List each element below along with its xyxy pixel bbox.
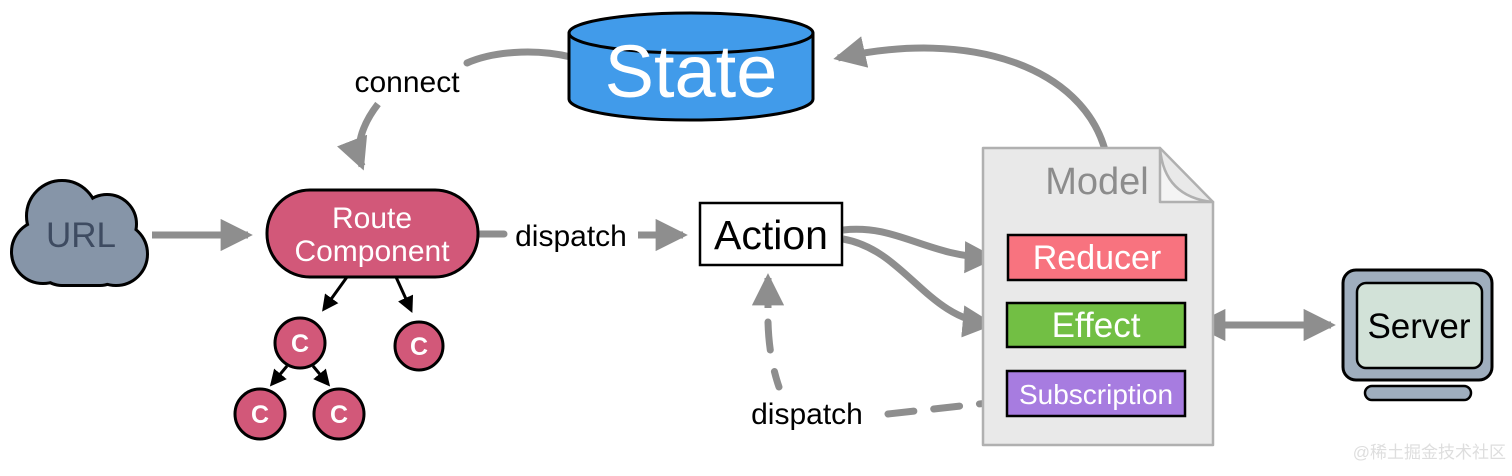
reducer-label: Reducer bbox=[1033, 239, 1162, 277]
url-cloud-fill bbox=[13, 182, 146, 284]
model-document-fold-corner bbox=[1158, 146, 1215, 204]
watermark: @稀土掘金技术社区 bbox=[1353, 443, 1506, 462]
arrow-model-to-state bbox=[833, 36, 1109, 151]
tree-arrow-route-to-c1 bbox=[322, 276, 349, 312]
server-monitor-stand bbox=[1363, 384, 1473, 402]
tree-arrow-route-to-c2 bbox=[394, 276, 414, 314]
component-c-label: C bbox=[410, 333, 428, 361]
model-label: Model bbox=[1045, 161, 1149, 203]
effect-box bbox=[1005, 301, 1187, 349]
subscription-box bbox=[1005, 369, 1187, 418]
action-box: Action bbox=[698, 201, 844, 267]
component-circle: C bbox=[312, 387, 366, 441]
subscription-label: Subscription bbox=[1019, 379, 1173, 410]
state-cylinder: State bbox=[567, 11, 815, 122]
component-circle: C bbox=[233, 387, 287, 441]
connect-arrow-upper-segment bbox=[463, 48, 575, 67]
route-component-label-line2: Component bbox=[294, 235, 450, 268]
route-component-pill: Route Component bbox=[265, 188, 480, 279]
dispatch-bottom-label: dispatch bbox=[751, 398, 863, 431]
state-cylinder-top bbox=[567, 11, 815, 55]
tree-arrow-c1-to-c3 bbox=[269, 365, 289, 387]
component-circle: C bbox=[273, 316, 327, 370]
component-c-label: C bbox=[330, 401, 348, 429]
url-cloud: URL bbox=[10, 179, 149, 287]
model-document: Model Reducer Effect Subscription bbox=[981, 146, 1215, 447]
connect-arrow-to-route bbox=[337, 101, 381, 171]
route-component-label-line1: Route bbox=[332, 202, 412, 235]
server-monitor: Server bbox=[1341, 268, 1494, 402]
connect-label: connect bbox=[354, 66, 460, 99]
component-c-label: C bbox=[291, 330, 309, 358]
url-label: URL bbox=[46, 216, 116, 255]
dashed-dispatch-vertical bbox=[764, 318, 783, 391]
server-label: Server bbox=[1367, 307, 1470, 346]
effect-label: Effect bbox=[1052, 306, 1141, 345]
action-shape bbox=[698, 201, 844, 267]
tree-arrow-c1-to-c4 bbox=[311, 365, 331, 387]
server-monitor-screen bbox=[1355, 281, 1484, 370]
state-label: State bbox=[605, 30, 778, 113]
component-c-label: C bbox=[251, 401, 269, 429]
action-label: Action bbox=[714, 212, 828, 258]
dispatch-top-label: dispatch bbox=[515, 220, 627, 253]
route-component-shape bbox=[265, 188, 480, 279]
reducer-box bbox=[1006, 233, 1188, 282]
arrow-action-to-reducer bbox=[842, 225, 997, 274]
state-cylinder-body bbox=[567, 33, 815, 122]
component-circle: C bbox=[393, 320, 445, 372]
arrow-action-to-effect bbox=[842, 235, 995, 338]
